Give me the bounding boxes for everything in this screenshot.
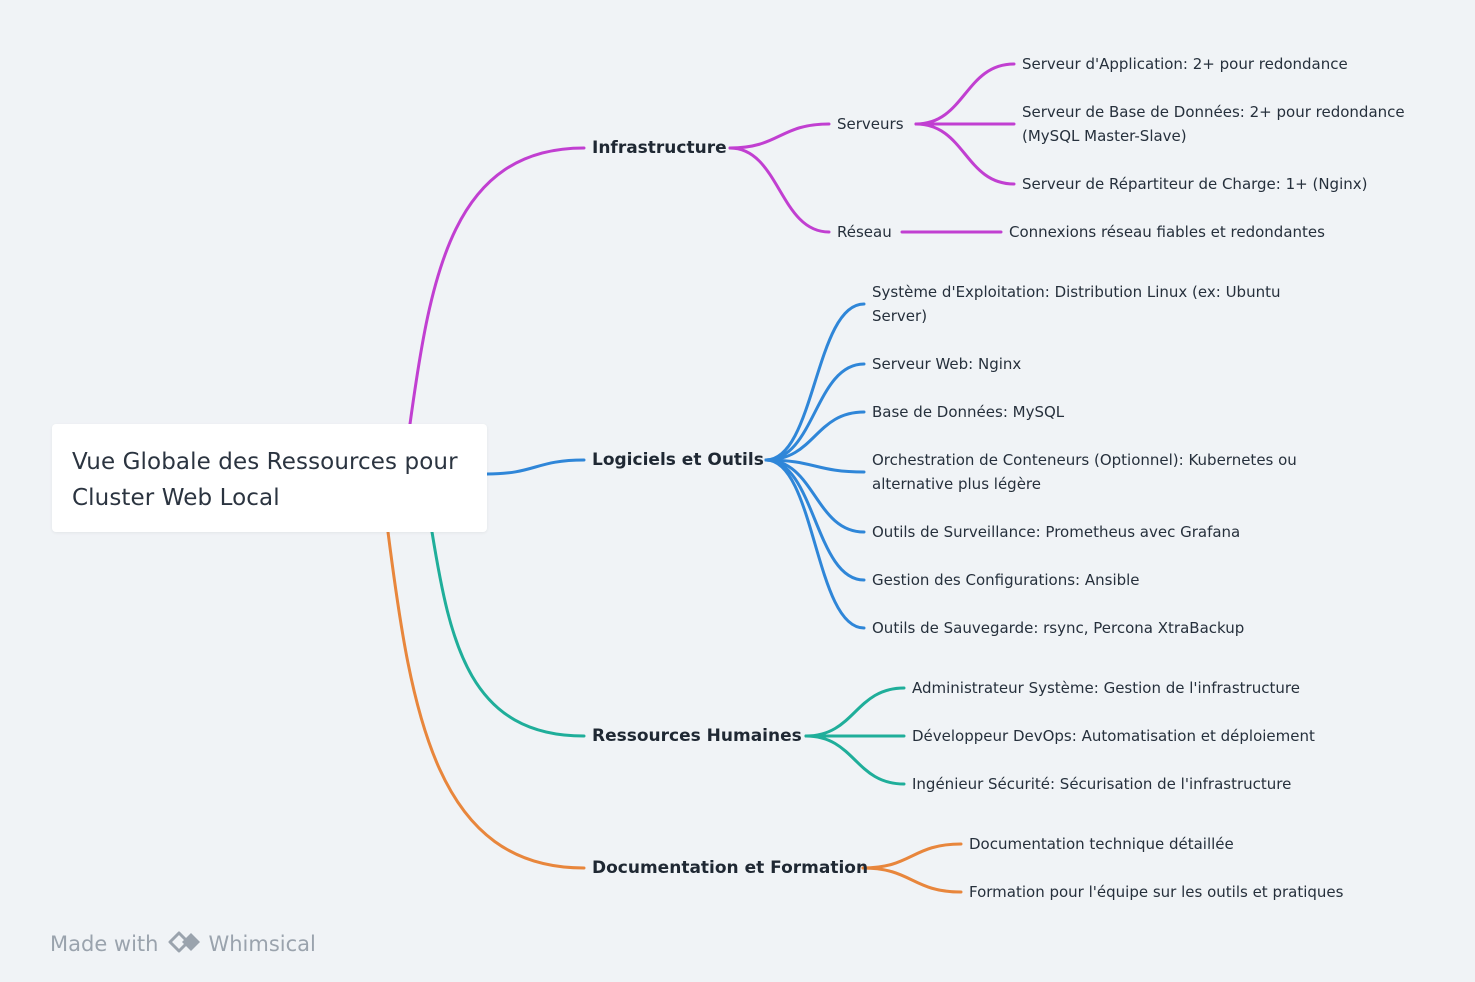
link-logiciels-item-5 — [764, 458, 866, 582]
leaf-orchestration-conteneurs[interactable]: Orchestration de Conteneurs (Optionnel):… — [872, 451, 1297, 493]
made-with-label: Made with — [50, 932, 159, 956]
leaf-serveur-repartiteur[interactable]: Serveur de Répartiteur de Charge: 1+ (Ng… — [1022, 175, 1368, 193]
leaf-systeme-exploitation[interactable]: Système d'Exploitation: Distribution Lin… — [872, 283, 1281, 325]
leaf-serveur-base-donnees[interactable]: Serveur de Base de Données: 2+ pour redo… — [1022, 103, 1405, 145]
link-serveurs-repartiteur — [914, 122, 1016, 186]
leaf-formation-equipe[interactable]: Formation pour l'équipe sur les outils e… — [969, 883, 1344, 901]
whimsical-logo-icon — [168, 930, 202, 959]
root-title: Vue Globale des Ressources pour Cluster … — [72, 449, 458, 511]
leaf-connexions-reseau[interactable]: Connexions réseau fiables et redondantes — [1009, 223, 1325, 241]
leaf-serveur-application[interactable]: Serveur d'Application: 2+ pour redondanc… — [1022, 55, 1348, 73]
root-node[interactable]: Vue Globale des Ressources pour Cluster … — [52, 424, 487, 532]
leaf-developpeur-devops[interactable]: Développeur DevOps: Automatisation et dé… — [912, 727, 1315, 745]
link-infrastructure-serveurs — [728, 122, 831, 150]
link-infrastructure-reseau — [728, 146, 831, 234]
link-serveurs-application — [914, 62, 1016, 126]
link-logiciels-item-0 — [764, 302, 866, 462]
branch-ressources-humaines[interactable]: Ressources Humaines — [592, 726, 802, 746]
leaf-serveur-web[interactable]: Serveur Web: Nginx — [872, 355, 1022, 373]
branch-logiciels-outils[interactable]: Logiciels et Outils — [592, 450, 764, 470]
whimsical-brand-label: Whimsical — [208, 932, 316, 956]
leaf-ingenieur-securite[interactable]: Ingénieur Sécurité: Sécurisation de l'in… — [912, 775, 1292, 793]
made-with-whimsical[interactable]: Made with Whimsical — [50, 929, 316, 959]
node-serveurs[interactable]: Serveurs — [837, 115, 904, 133]
link-logiciels-item-2 — [764, 410, 866, 462]
link-root-infrastructure — [408, 146, 586, 426]
node-reseau[interactable]: Réseau — [837, 223, 892, 241]
leaf-gestion-configurations[interactable]: Gestion des Configurations: Ansible — [872, 571, 1140, 589]
link-logiciels-item-6 — [764, 458, 866, 630]
leaf-administrateur-systeme[interactable]: Administrateur Système: Gestion de l'inf… — [912, 679, 1300, 697]
leaf-base-donnees[interactable]: Base de Données: MySQL — [872, 403, 1065, 421]
link-root-logiciels — [485, 458, 586, 476]
link-root-doc — [386, 530, 586, 870]
link-doc-item-0 — [861, 842, 963, 870]
link-rh-item-0 — [804, 686, 906, 738]
link-root-rh — [430, 530, 586, 738]
leaf-outils-surveillance[interactable]: Outils de Surveillance: Prometheus avec … — [872, 523, 1241, 541]
leaf-outils-sauvegarde[interactable]: Outils de Sauvegarde: rsync, Percona Xtr… — [872, 619, 1245, 637]
link-logiciels-item-1 — [764, 362, 866, 462]
branch-infrastructure[interactable]: Infrastructure — [592, 138, 727, 158]
leaf-documentation-technique[interactable]: Documentation technique détaillée — [969, 835, 1234, 853]
branch-documentation-formation[interactable]: Documentation et Formation — [592, 858, 869, 878]
link-rh-item-2 — [804, 734, 906, 786]
link-logiciels-item-3 — [764, 458, 866, 474]
link-doc-item-1 — [861, 866, 963, 894]
